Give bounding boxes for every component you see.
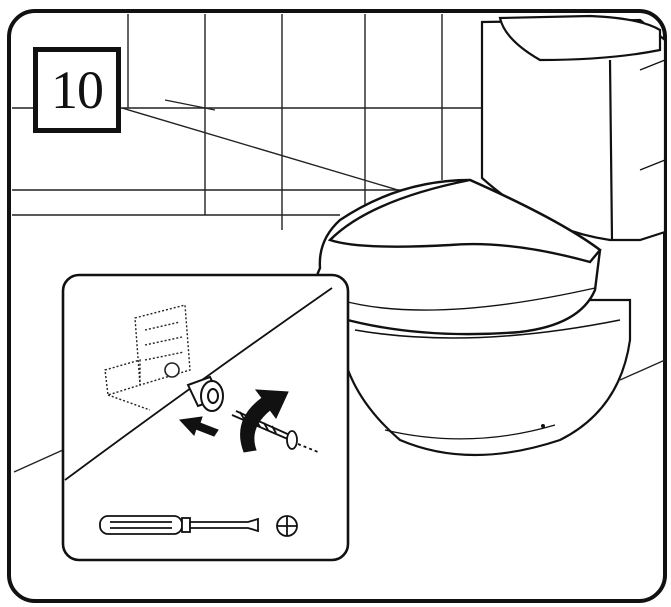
phillips-head-icon xyxy=(276,515,298,537)
toilet-bowl xyxy=(337,298,632,457)
floor-line-right xyxy=(619,359,666,381)
inset-frame xyxy=(61,273,350,562)
step-number-box: 10 xyxy=(33,47,121,133)
push-arrow-icon xyxy=(178,416,219,437)
wall-plug xyxy=(186,375,224,412)
toilet-seat xyxy=(314,178,602,336)
step-number: 10 xyxy=(51,60,104,120)
screwdriver-icon xyxy=(99,515,259,535)
fixing-bracket xyxy=(104,304,191,411)
cistern xyxy=(480,14,667,242)
bracket-hole xyxy=(164,362,180,378)
detail-inset xyxy=(61,273,350,562)
rotate-clockwise-icon xyxy=(240,389,289,453)
